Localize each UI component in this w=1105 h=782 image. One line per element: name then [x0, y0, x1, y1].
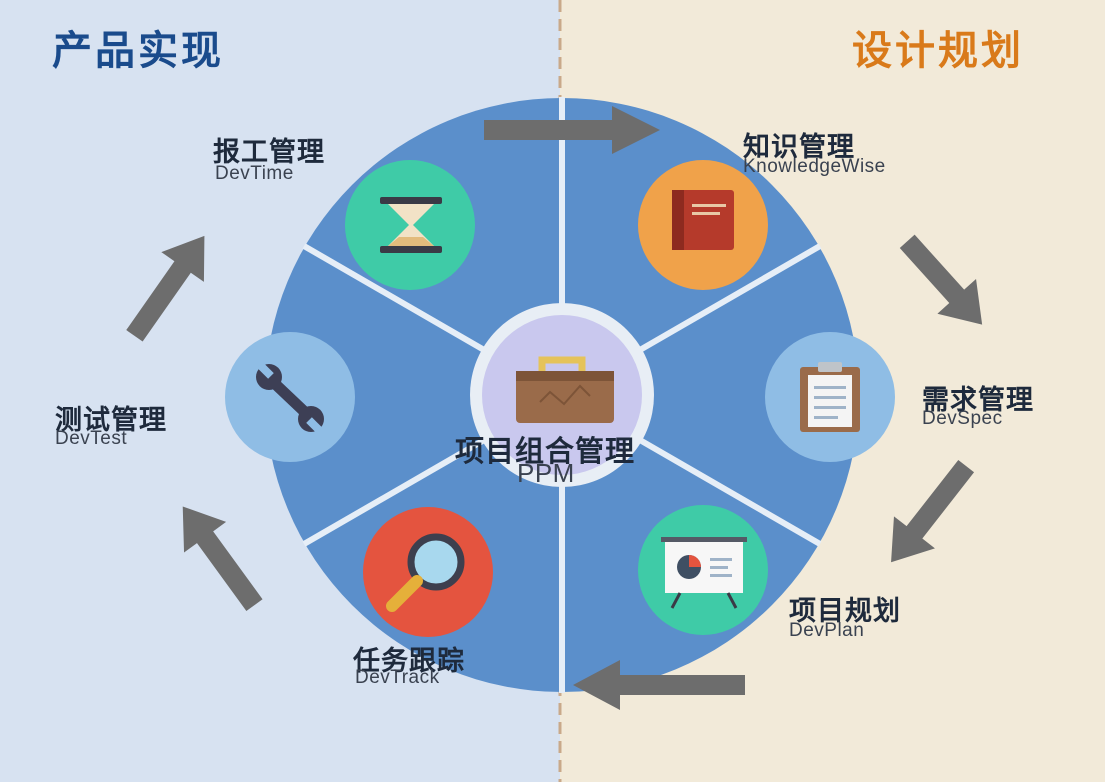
cycle-arrows	[126, 106, 983, 710]
devtime-sub: DevTime	[215, 163, 294, 184]
arrow-down-right-upper	[899, 234, 983, 325]
magnifier-icon	[363, 507, 493, 637]
devtime-label: 报工管理	[213, 137, 325, 168]
knowledge-sub: KnowledgeWise	[743, 156, 886, 177]
knowledge-label: 知识管理	[743, 132, 855, 163]
arrow-right-top	[484, 106, 660, 154]
devspec-label: 需求管理	[922, 385, 1034, 416]
briefcase-icon	[516, 356, 614, 423]
arrow-up-left-lower	[182, 506, 263, 612]
devtest-sub: DevTest	[55, 428, 128, 449]
devplan-label: 项目规划	[789, 596, 901, 627]
arrow-left-bottom	[573, 660, 745, 710]
presentation-chart-icon	[638, 505, 768, 635]
center-label: 项目组合管理	[455, 434, 636, 468]
right-panel-title: 设计规划	[852, 28, 1024, 74]
center-sub: PPM	[517, 458, 575, 488]
arrow-down-left-lower	[891, 459, 975, 563]
devtrack-label: 任务跟踪	[353, 646, 465, 677]
arrow-up-right-upper	[126, 235, 205, 342]
book-icon	[638, 160, 768, 290]
clipboard-icon	[765, 332, 895, 462]
devplan-sub: DevPlan	[789, 620, 865, 641]
left-panel-title: 产品实现	[52, 28, 224, 74]
devtest-label: 测试管理	[55, 405, 167, 436]
hourglass-icon	[345, 160, 475, 290]
wrench-icon	[225, 332, 355, 462]
devtrack-sub: DevTrack	[355, 667, 440, 688]
devspec-sub: DevSpec	[922, 408, 1003, 429]
